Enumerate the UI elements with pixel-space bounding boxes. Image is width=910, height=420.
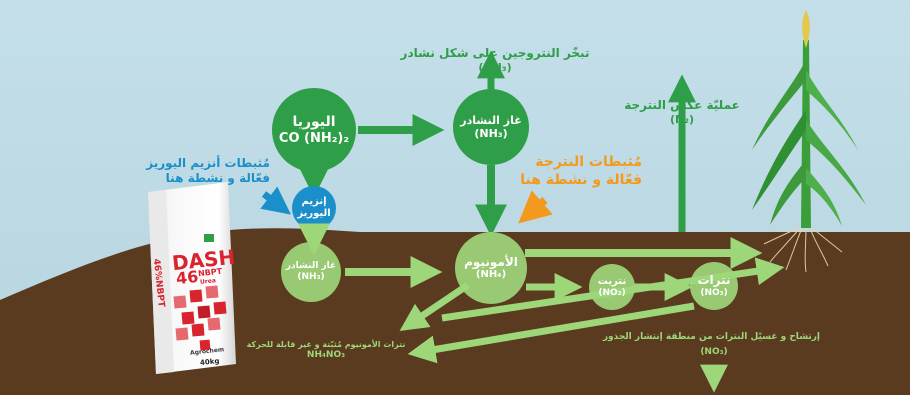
- urease-inhibitors-line2: فعّالة و نشطة هنا: [165, 171, 270, 185]
- nitrite-label: نتريت (NO₂): [590, 271, 634, 303]
- bottom-strip: [0, 395, 910, 420]
- arrow-nitrification-inhibitor: [518, 190, 553, 224]
- urease-label: إنزيم اليوريز: [292, 190, 336, 226]
- ammonia-gas-soil-node: [281, 242, 341, 302]
- urea-node: [272, 88, 356, 172]
- leaching-line2: (NO₃): [700, 347, 728, 358]
- ammonia-gas-top-formula: (NH₃): [474, 127, 508, 140]
- ammonium-formula: (NH₄): [475, 269, 507, 281]
- arrow-ammonium-to-ammonium-nitrate: [399, 282, 470, 332]
- nitrification-inhibitors-line2: فعّالة و نشطة هنا: [520, 171, 642, 188]
- ammonium-node: [455, 232, 527, 304]
- urease-inhibitors-line1: مُثبطات أنزيم اليوريز: [146, 156, 270, 170]
- nitrification-inhibitors-line1: مُثبطات النترجة: [535, 154, 642, 170]
- urease-inhibitors-label: مُثبطات أنزيم اليوريز فعّالة و نشطة هنا: [146, 156, 270, 186]
- nitrate-formula: (NO₃): [700, 287, 728, 298]
- volatilization-label: تبخّر النتروجين على شكل نشادر (NH₃): [400, 46, 590, 75]
- urease-node: [292, 186, 336, 230]
- nitrate-node: [690, 262, 738, 310]
- denitrification-label: عمليّة عكس النترجة (N₂): [620, 98, 744, 127]
- ammonium-nitrate-line2: NH₄NO₃: [306, 350, 346, 360]
- arrow-urease-inhibitor: [260, 186, 292, 215]
- bag-shape: [148, 182, 236, 374]
- ammonium-nitrate-label: نترات الأمونيوم مُثبّتة و غير قابلة للحر…: [246, 340, 406, 361]
- nitrite-formula: (NO₂): [598, 287, 626, 298]
- denitrification-line1: عمليّة عكس النترجة: [624, 98, 740, 112]
- ammonia-gas-soil-formula: (NH₃): [297, 272, 325, 282]
- urea-label: اليوريا CO (NH₂)₂: [272, 100, 356, 160]
- urease-line1: إنزيم: [301, 196, 327, 207]
- denitrification-line2: (N₂): [669, 113, 695, 126]
- volatilization-line1: تبخّر النتروجين على شكل نشادر: [400, 46, 590, 60]
- arrow-nitrate-to-ammonium-nitrate: [407, 302, 695, 364]
- ammonia-gas-top-node: [453, 89, 529, 165]
- nitrate-name: نترات: [697, 273, 731, 288]
- ammonium-label: الأمونيوم (NH₄): [455, 248, 527, 288]
- bag-grade: 46: [175, 266, 200, 289]
- nitrification-inhibitors-label: مُثبطات النترجة فعّالة و نشطة هنا: [520, 154, 642, 189]
- nitrate-label: نترات (NO₃): [690, 268, 738, 304]
- nitrite-node: [589, 264, 635, 310]
- leaching-line1: إرتشاح و غسيْل النترات من منطقة إنتشار ا…: [602, 332, 820, 342]
- leaching-label: إرتشاح و غسيْل النترات من منطقة إنتشار ا…: [602, 332, 820, 359]
- urea-name: اليوريا: [292, 113, 336, 130]
- nitrite-name: نتريت: [597, 275, 627, 287]
- volatilization-line2: (NH₃): [478, 61, 512, 74]
- corn-plant: [752, 10, 866, 273]
- urea-formula: CO (NH₂)₂: [278, 130, 350, 146]
- ammonia-gas-top-label: غاز النشادر (NH₃): [455, 105, 527, 149]
- ammonia-gas-top-name: غاز النشادر: [460, 113, 522, 127]
- ammonium-name: الأمونيوم: [464, 254, 518, 269]
- ammonia-gas-soil-label: غاز النشادر (NH₃): [281, 256, 341, 288]
- ammonium-nitrate-line1: نترات الأمونيوم مُثبّتة و غير قابلة للحر…: [246, 340, 406, 349]
- dash-fertilizer-bag: DASH 46 NBPT Urea 46%NBPT Agrochem 40kg: [140, 178, 238, 378]
- ammonia-gas-soil-name: غاز النشادر: [285, 261, 337, 272]
- urease-line2: اليوريز: [297, 208, 331, 219]
